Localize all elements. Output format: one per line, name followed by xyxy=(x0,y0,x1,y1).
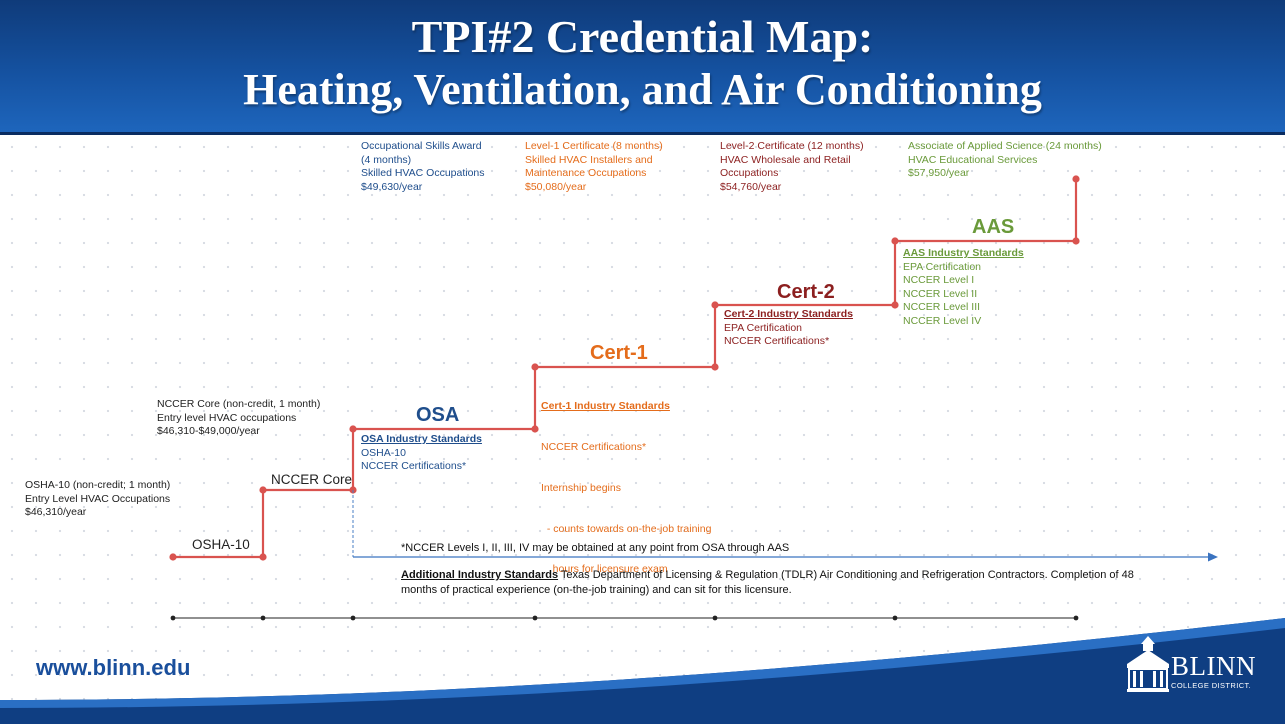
text-line: $49,630/year xyxy=(361,180,423,193)
nccer-levels-note: *NCCER Levels I, II, III, IV may be obta… xyxy=(401,542,790,554)
text-line: $54,760/year xyxy=(720,180,782,193)
title-line-1: TPI#2 Credential Map: xyxy=(411,11,874,62)
text-line: HVAC Educational Services xyxy=(908,153,1038,166)
cert2-standards: Cert-2 Industry Standards EPA Certificat… xyxy=(724,308,853,349)
text-line: Maintenance Occupations xyxy=(525,167,647,180)
cert2-credential-text: Level-2 Certificate (12 months) HVAC Who… xyxy=(720,140,864,194)
node xyxy=(531,425,539,433)
text-line: $57,950/year xyxy=(908,167,970,180)
text-line: hours for licensure exam xyxy=(541,563,668,576)
cert1-credential-text: Level-1 Certificate (8 months) Skilled H… xyxy=(525,140,663,194)
aas-standards-header: AAS Industry Standards xyxy=(903,247,1024,259)
text-line: HVAC Wholesale and Retail xyxy=(720,153,851,166)
node xyxy=(711,363,719,371)
text-line: Entry Level HVAC Occupations xyxy=(25,492,171,505)
text-line: OSHA-10 xyxy=(361,446,406,459)
aas-credential-text: Associate of Applied Science (24 months)… xyxy=(908,140,1102,181)
text-line: $46,310/year xyxy=(25,506,87,519)
timeline-tick xyxy=(892,615,898,621)
title-banner: TPI#2 Credential Map: Heating, Ventilati… xyxy=(0,0,1285,135)
osa-standards-header: OSA Industry Standards xyxy=(361,433,482,445)
osha-credential-text: OSHA-10 (non-credit; 1 month) Entry Leve… xyxy=(25,479,170,520)
stage-label-osa: OSA xyxy=(416,404,460,426)
text-line: NCCER Level II xyxy=(903,287,978,300)
node xyxy=(259,553,267,561)
node xyxy=(259,486,267,494)
node xyxy=(891,237,899,245)
aas-standards: AAS Industry Standards EPA Certification… xyxy=(903,247,1024,329)
cert2-standards-header: Cert-2 Industry Standards xyxy=(724,308,853,320)
additional-standards-label: Additional Industry Standards xyxy=(401,569,559,581)
node xyxy=(891,301,899,309)
text-line: Level-2 Certificate (12 months) xyxy=(720,140,864,152)
header-rule xyxy=(0,132,1285,135)
text-line: NCCER Certifications* xyxy=(361,460,467,473)
timeline-tick xyxy=(260,615,266,621)
stage-label-cert2: Cert-2 xyxy=(777,281,835,303)
timeline-ticks xyxy=(170,615,1079,621)
blinn-logo-subtitle: COLLEGE DISTRICT. xyxy=(1171,681,1252,690)
cert1-standards: Cert-1 Industry Standards NCCER Certific… xyxy=(541,373,711,604)
text-line: EPA Certification xyxy=(724,321,803,334)
node xyxy=(1072,237,1080,245)
text-line: $50,080/year xyxy=(525,180,587,193)
timeline-tick xyxy=(712,615,718,621)
text-line: Skilled HVAC Installers and xyxy=(525,153,653,166)
text-line: Entry level HVAC occupations xyxy=(157,411,297,424)
text-line: Skilled HVAC Occupations xyxy=(361,167,485,180)
footer-url[interactable]: www.blinn.edu xyxy=(36,655,191,680)
text-line: Occupational Skills Award xyxy=(361,140,482,152)
osa-standards: OSA Industry Standards OSHA-10 NCCER Cer… xyxy=(361,433,482,474)
stage-label-aas: AAS xyxy=(972,216,1015,238)
footer-swoosh xyxy=(0,618,1285,724)
additional-standards-text: Texas Department of Licensing & Regulati… xyxy=(558,569,1134,581)
text-line: (4 months) xyxy=(361,153,412,166)
cert1-standards-header: Cert-1 Industry Standards xyxy=(541,400,670,413)
timeline-tick xyxy=(1073,615,1079,621)
text-line: NCCER Level I xyxy=(903,274,975,287)
text-line: EPA Certification xyxy=(903,260,982,273)
stage-label-nccer: NCCER Core xyxy=(271,472,353,487)
text-line: NCCER Certifications* xyxy=(541,440,647,453)
node xyxy=(1072,175,1080,183)
stage-label-osha: OSHA-10 xyxy=(192,537,250,552)
timeline-tick xyxy=(350,615,356,621)
text-line: Associate of Applied Science (24 months) xyxy=(908,140,1102,152)
blinn-building-icon xyxy=(1127,636,1169,692)
node xyxy=(531,363,539,371)
text-line: OSHA-10 (non-credit; 1 month) xyxy=(25,479,171,491)
additional-standards-line-1: Additional Industry Standards Texas Depa… xyxy=(401,569,1134,581)
blinn-logo-name: BLINN xyxy=(1171,651,1256,681)
node xyxy=(349,425,357,433)
text-line: NCCER Level IV xyxy=(903,314,982,327)
text-line: $46,310-$49,000/year xyxy=(157,425,260,438)
osa-credential-text: Occupational Skills Award (4 months) Ski… xyxy=(361,140,485,194)
text-line: NCCER Core (non-credit, 1 month) xyxy=(157,398,321,410)
additional-standards-line-2: months of practical experience (on-the-j… xyxy=(401,584,792,596)
text-line: Level-1 Certificate (8 months) xyxy=(525,140,663,152)
timeline-tick xyxy=(532,615,538,621)
text-line: NCCER Level III xyxy=(903,301,981,314)
content-area xyxy=(0,135,1285,724)
title-line-2: Heating, Ventilation, and Air Conditioni… xyxy=(243,65,1042,114)
nccer-core-credential-text: NCCER Core (non-credit, 1 month) Entry l… xyxy=(157,398,320,439)
text-line: Occupations xyxy=(720,167,779,180)
stage-label-cert1: Cert-1 xyxy=(590,342,648,364)
node xyxy=(169,553,177,561)
nccer-arrow-head xyxy=(1208,552,1218,562)
text-line: - counts towards on-the-job training xyxy=(541,522,712,535)
text-line: NCCER Certifications* xyxy=(724,335,830,348)
timeline-tick xyxy=(170,615,176,621)
text-line: Internship begins xyxy=(541,481,621,494)
staircase-nodes xyxy=(169,175,1080,561)
node xyxy=(711,301,719,309)
